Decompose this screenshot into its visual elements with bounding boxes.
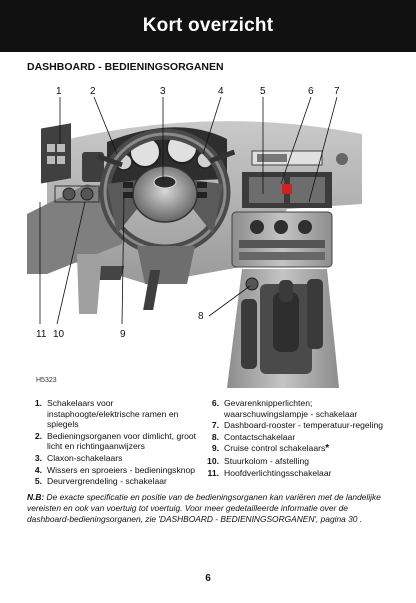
legend-item: 8. Contactschakelaar [211,431,296,442]
callout-1: 1 [56,86,62,97]
legend-item: 1. Schakelaars voor instaphoogte/elektri… [34,398,179,430]
legend-item: 3. Claxon-schakelaars [34,452,123,463]
note-paragraph: N.B: De exacte specificatie en positie v… [27,492,387,525]
legend-item: 5. Deurvergrendeling - schakelaar [34,476,167,487]
callout-5: 5 [260,86,266,97]
legend-right: 6. Gevarenknipperlichten; waarschuwingsl… [203,398,388,479]
section-title: DASHBOARD - BEDIENINGSORGANEN [27,61,224,73]
legend-item: 10. Stuurkolom - afstelling [207,455,310,466]
page-header: Kort overzicht [0,0,416,52]
legend-item: 4. Wissers en sproeiers - bedieningsknop [34,464,196,475]
legend-item: 7. Dashboard-rooster - temperatuur-regel… [211,420,384,431]
legend-left: 1. Schakelaars voor instaphoogte/elektri… [26,398,201,488]
dashboard-illustration [27,96,362,388]
note-text: De exacte specificatie en positie van de… [27,492,381,524]
legend-item: 11. Hoofdverlichtingsschakelaar [207,467,332,478]
callout-7: 7 [334,86,340,97]
footnote-star: * [325,443,330,455]
callout-6: 6 [308,86,314,97]
legend-item: 9. Cruise control schakelaars* [211,443,330,455]
legend-item: 2. Bedieningsorganen voor dimlicht, groo… [34,430,197,452]
page-number: 6 [205,573,211,584]
callout-10: 10 [53,329,65,340]
page-title: Kort overzicht [142,15,274,36]
callout-9: 9 [120,329,126,340]
legend-item: 6. Gevarenknipperlichten; waarschuwingsl… [211,398,358,419]
callout-8: 8 [198,311,204,322]
callout-11: 11 [36,329,47,340]
callout-2: 2 [90,86,96,97]
figure-code: H5323 [36,377,57,384]
callout-4: 4 [218,86,224,97]
note-label: N.B: [27,492,45,502]
callout-3: 3 [160,86,166,97]
